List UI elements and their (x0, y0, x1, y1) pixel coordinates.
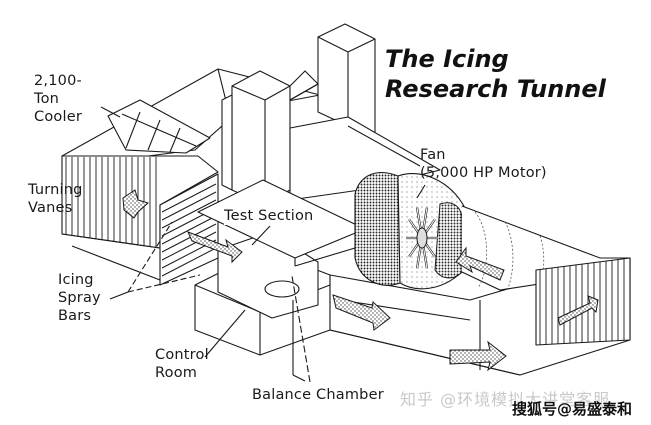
balance-opening (264, 280, 300, 298)
title-line-1: The Icing (385, 45, 509, 73)
tall-tower (317, 23, 376, 141)
right-turning-vanes (535, 257, 631, 346)
cooler-unit (107, 99, 211, 154)
label-cooler: 2,100- Ton Cooler (34, 73, 82, 125)
title-line-2: Research Tunnel (385, 75, 606, 103)
label-fan: Fan (5,000 HP Motor) (420, 147, 547, 181)
louvre-slat (161, 183, 217, 213)
watermark-zhihu: 知乎 @环境模拟大讲堂客服 (400, 390, 611, 409)
flow-arrow-lower-1 (332, 294, 391, 331)
louvre-slat (161, 215, 217, 245)
flow-arrow-right (557, 295, 599, 326)
flow-arrow-fan (455, 246, 505, 281)
spray-bar-panel (159, 173, 219, 286)
louvre-slat (161, 247, 217, 277)
diagram-title: The Icing Research Tunnel (385, 44, 606, 104)
label-spray-bars: Icing Spray Bars (58, 272, 101, 324)
label-turning-vanes: Turning Vanes (28, 182, 83, 216)
watermark-sohu: 搜狐号@易盛泰和 (512, 400, 633, 418)
middle-tower (221, 70, 319, 206)
flow-arrow-left (122, 189, 149, 219)
louvre-slat (161, 191, 217, 221)
flow-arrow-lower-2 (449, 340, 507, 372)
label-balance-chamber: Balance Chamber (252, 387, 384, 403)
label-control-room: Control Room (155, 347, 209, 381)
louvre-slat (161, 231, 217, 261)
louvre-slat (161, 223, 217, 253)
label-test-section: Test Section (224, 207, 314, 225)
flow-arrow-test (187, 231, 243, 264)
leader-lines (71, 106, 426, 383)
